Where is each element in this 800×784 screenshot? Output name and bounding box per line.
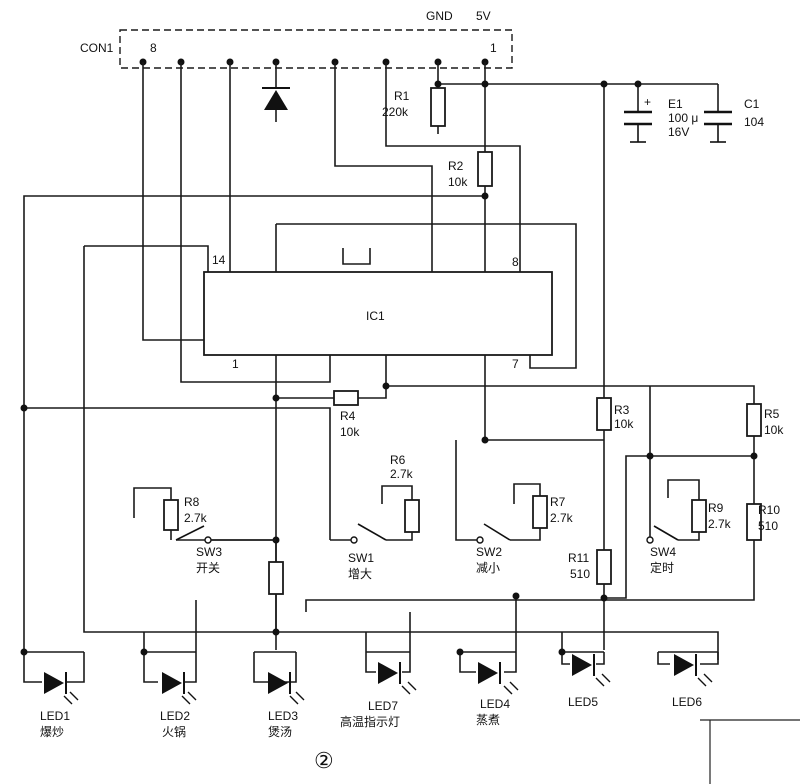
sw4-label: SW4 xyxy=(650,545,676,559)
resistor-r10: R10 510 xyxy=(746,503,780,541)
led6: LED6 xyxy=(672,654,713,709)
sw3-function: 开关 xyxy=(196,561,220,575)
r3-value: 10k xyxy=(614,417,634,431)
con1-pin1-label: 1 xyxy=(490,41,497,55)
r8-value: 2.7k xyxy=(184,511,208,525)
r11-label: R11 xyxy=(568,551,589,565)
led6-label: LED6 xyxy=(672,695,702,709)
led-row: LED1 爆炒 LED2 火锅 LED3 煲汤 LED7 高温指示灯 LED4 … xyxy=(40,654,713,739)
r1-value: 220k xyxy=(382,105,409,119)
resistor-r2: R2 10k xyxy=(448,151,493,189)
led1-function: 爆炒 xyxy=(40,725,64,739)
wires xyxy=(23,62,755,683)
led1-label: LED1 xyxy=(40,709,70,723)
sw2-function: 减小 xyxy=(476,561,500,575)
scan-edge-artifact xyxy=(700,719,800,784)
r11-value: 510 xyxy=(570,567,590,581)
resistor-r4: R4 10k xyxy=(333,390,360,439)
c1-label: C1 xyxy=(744,97,760,111)
r5-value: 10k xyxy=(764,423,784,437)
ic1: IC1 14 8 1 7 xyxy=(203,253,553,371)
ic1-pin1-label: 1 xyxy=(232,357,239,371)
e1-value: 100 μ xyxy=(668,111,698,125)
sw4-function: 定时 xyxy=(650,560,674,575)
r10-label: R10 xyxy=(758,503,780,517)
r1-label: R1 xyxy=(394,89,410,103)
led4-function: 蒸煮 xyxy=(476,713,500,727)
r6-value: 2.7k xyxy=(390,467,414,481)
r3-label: R3 xyxy=(614,403,630,417)
r2-value: 10k xyxy=(448,175,468,189)
sw1-label: SW1 xyxy=(348,551,374,565)
diode-symbol xyxy=(262,87,290,110)
r7-label: R7 xyxy=(550,495,566,509)
r8-label: R8 xyxy=(184,495,200,509)
gnd-label: GND xyxy=(426,9,453,23)
e1-voltage: 16V xyxy=(668,125,689,139)
capacitor-c1: C1 104 xyxy=(704,97,764,143)
led7: LED7 高温指示灯 xyxy=(340,662,417,729)
resistor-r7: R7 2.7k xyxy=(476,483,574,544)
resistor-r6: R6 2.7k xyxy=(330,453,420,544)
ic1-pin14-label: 14 xyxy=(212,253,226,267)
led7-label: LED7 xyxy=(368,699,398,713)
capacitor-e1: + E1 100 μ 16V xyxy=(624,95,698,143)
con1-pin8-label: 8 xyxy=(150,41,157,55)
r4-label: R4 xyxy=(340,409,356,423)
ic1-pin8-label: 8 xyxy=(512,255,519,269)
resistor-unlabeled xyxy=(268,561,284,595)
r6-label: R6 xyxy=(390,453,406,467)
led4-label: LED4 xyxy=(480,697,510,711)
ic1-label: IC1 xyxy=(366,309,385,323)
resistor-r9: R9 2.7k xyxy=(646,479,732,544)
figure-number: ② xyxy=(314,748,334,773)
sw2-label: SW2 xyxy=(476,545,502,559)
led2: LED2 火锅 xyxy=(160,672,197,739)
led2-label: LED2 xyxy=(160,709,190,723)
r4-value: 10k xyxy=(340,425,360,439)
sw1-function: 增大 xyxy=(348,567,372,581)
r7-value: 2.7k xyxy=(550,511,574,525)
led1: LED1 爆炒 xyxy=(40,672,79,739)
r10-value: 510 xyxy=(758,519,778,533)
junctions xyxy=(20,80,758,656)
e1-label: E1 xyxy=(668,97,683,111)
led3-function: 煲汤 xyxy=(268,724,292,739)
resistor-r1: R1 220k xyxy=(382,87,446,127)
ic1-pin7-label: 7 xyxy=(512,357,519,371)
led5-label: LED5 xyxy=(568,695,598,709)
connector-con1: CON1 8 1 GND 5V xyxy=(80,9,513,69)
led2-function: 火锅 xyxy=(162,724,186,739)
e1-polarity: + xyxy=(644,95,651,109)
r9-value: 2.7k xyxy=(708,517,732,531)
resistor-r8: R8 2.7k xyxy=(133,487,276,544)
r2-label: R2 xyxy=(448,159,464,173)
resistor-r5: R5 10k xyxy=(746,403,784,437)
vcc-label: 5V xyxy=(476,9,491,23)
resistor-r3: R3 10k xyxy=(596,397,634,431)
led7-function: 高温指示灯 xyxy=(340,714,400,729)
con1-label: CON1 xyxy=(80,41,114,55)
switch-labels: SW3 开关 SW1 增大 SW2 减小 SW4 定时 xyxy=(196,545,676,581)
led3: LED3 煲汤 xyxy=(268,672,305,739)
c1-value: 104 xyxy=(744,115,764,129)
led5: LED5 xyxy=(568,654,611,709)
resistor-r11: R11 510 xyxy=(568,549,612,585)
led4: LED4 蒸煮 xyxy=(476,662,519,727)
r5-label: R5 xyxy=(764,407,780,421)
r9-label: R9 xyxy=(708,501,724,515)
led3-label: LED3 xyxy=(268,709,298,723)
sw3-label: SW3 xyxy=(196,545,222,559)
